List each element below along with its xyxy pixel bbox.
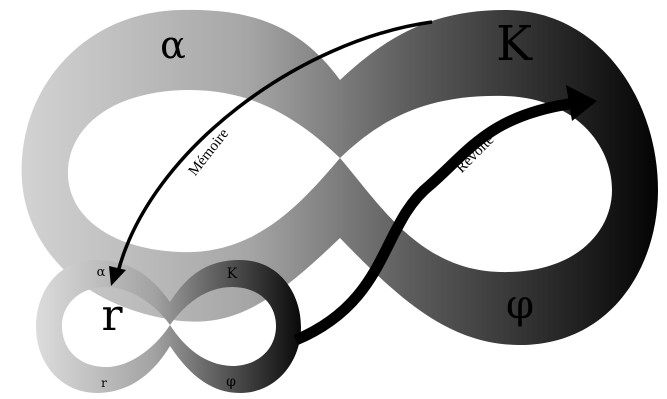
small-r-bottom-symbol: r — [101, 376, 107, 390]
large-phi-symbol: φ — [506, 282, 534, 328]
large-alpha-symbol: α — [160, 23, 186, 67]
small-r-symbol: r — [101, 290, 123, 341]
small-phi-symbol: φ — [226, 374, 236, 390]
small-alpha-symbol: α — [97, 265, 106, 280]
small-kappa-symbol: K — [227, 266, 238, 282]
large-kappa-symbol: K — [496, 16, 533, 72]
